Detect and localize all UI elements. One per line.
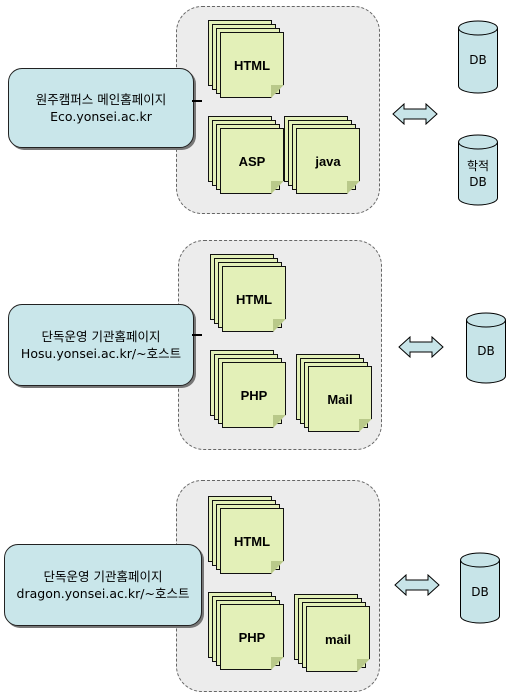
site-box: 단독운영 기관홈페이지 Hosu.yonsei.ac.kr/~호스트 bbox=[8, 304, 194, 386]
site-box: 원주캠퍼스 메인홈페이지 Eco.yonsei.ac.kr bbox=[8, 68, 194, 148]
document-stack: Mail bbox=[296, 354, 372, 432]
connector-line bbox=[192, 100, 202, 102]
document-label: mail bbox=[306, 606, 370, 672]
document-label: PHP bbox=[220, 604, 284, 670]
document-label: HTML bbox=[222, 266, 286, 332]
double-arrow-icon bbox=[394, 574, 440, 596]
document-label: HTML bbox=[220, 32, 284, 98]
document-stack: HTML bbox=[208, 20, 284, 98]
document-label: HTML bbox=[220, 508, 284, 574]
section-campus-main: 원주캠퍼스 메인홈페이지 Eco.yonsei.ac.kr HTML ASP j… bbox=[0, 0, 529, 232]
document-stack: mail bbox=[294, 594, 370, 672]
document-stack: HTML bbox=[210, 254, 286, 332]
document-label: PHP bbox=[222, 362, 286, 428]
site-name: 원주캠퍼스 메인홈페이지 bbox=[35, 92, 167, 107]
connector-line bbox=[192, 334, 202, 336]
double-arrow-icon bbox=[392, 103, 438, 125]
site-name: 단독운영 기관홈페이지 bbox=[43, 569, 163, 584]
site-url: Eco.yonsei.ac.kr bbox=[50, 109, 152, 124]
db-label: DB bbox=[469, 53, 487, 67]
site-box: 단독운영 기관홈페이지 dragon.yonsei.ac.kr/~호스트 bbox=[4, 544, 202, 626]
database-icon: DB bbox=[458, 20, 498, 94]
section-dragon: 단독운영 기관홈페이지 dragon.yonsei.ac.kr/~호스트 HTM… bbox=[0, 462, 529, 694]
document-label: java bbox=[296, 128, 360, 194]
section-hosu: 단독운영 기관홈페이지 Hosu.yonsei.ac.kr/~호스트 HTML … bbox=[0, 236, 529, 468]
document-stack: java bbox=[284, 116, 360, 194]
database-icon: DB bbox=[460, 552, 500, 624]
db-label: DB bbox=[477, 344, 495, 358]
database-icon: DB bbox=[466, 312, 506, 384]
db-label: 학적 bbox=[466, 159, 490, 173]
document-label: Mail bbox=[308, 366, 372, 432]
document-stack: HTML bbox=[208, 496, 284, 574]
db-label: DB bbox=[469, 175, 487, 189]
site-name: 단독운영 기관홈페이지 bbox=[41, 329, 161, 344]
document-stack: PHP bbox=[210, 350, 286, 428]
double-arrow-icon bbox=[398, 336, 444, 358]
database-icon: 학적 DB bbox=[458, 134, 498, 206]
site-url: Hosu.yonsei.ac.kr/~호스트 bbox=[20, 346, 182, 361]
site-url: dragon.yonsei.ac.kr/~호스트 bbox=[16, 586, 190, 601]
document-stack: ASP bbox=[208, 116, 284, 194]
document-label: ASP bbox=[220, 128, 284, 194]
document-stack: PHP bbox=[208, 592, 284, 670]
db-label: DB bbox=[471, 585, 489, 599]
